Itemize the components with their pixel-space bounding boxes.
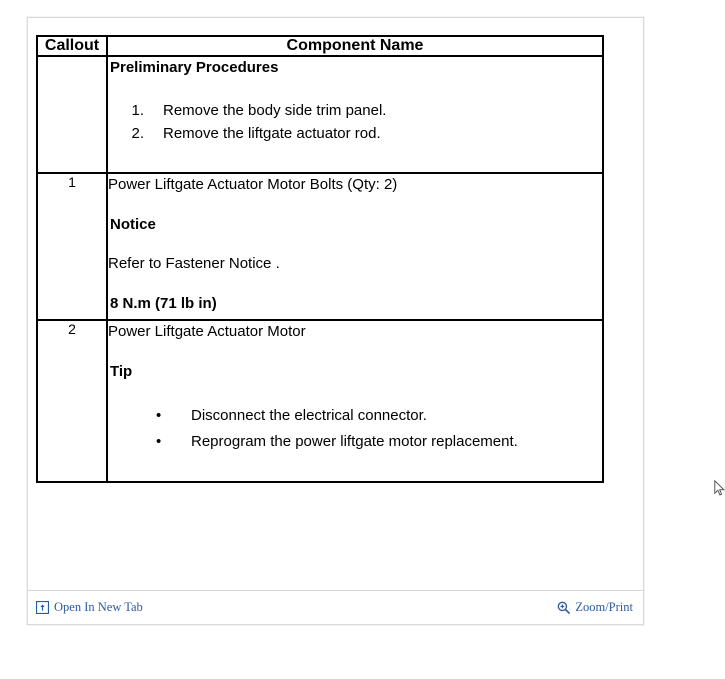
- tip-text: Reprogram the power liftgate motor repla…: [191, 432, 518, 450]
- open-in-new-tab-label: Open In New Tab: [54, 600, 143, 615]
- preliminary-procedures-cell: Preliminary Procedures 1. Remove the bod…: [106, 54, 604, 174]
- tip-bullet-list: • Disconnect the electrical connector. •…: [108, 404, 602, 453]
- notice-text: Refer to Fastener Notice .: [108, 255, 280, 273]
- table-header-row: Callout Component Name: [36, 35, 604, 57]
- tip-text: Disconnect the electrical connector.: [191, 407, 427, 425]
- callout-number-cell: [36, 54, 108, 174]
- preliminary-steps-list: 1. Remove the body side trim panel. 2. R…: [108, 100, 602, 145]
- table-row: 1 Power Liftgate Actuator Motor Bolts (Q…: [36, 171, 604, 321]
- document-viewer-panel: Callout Component Name Preliminary Proce…: [27, 17, 644, 625]
- step-marker: 2.: [131, 125, 144, 143]
- service-procedure-table: Callout Component Name Preliminary Proce…: [36, 35, 604, 483]
- zoom-print-label: Zoom/Print: [575, 600, 633, 615]
- preliminary-procedures-title: Preliminary Procedures: [110, 58, 279, 76]
- mouse-cursor-pointer: [714, 479, 725, 498]
- spacer: [108, 239, 602, 253]
- step-marker: 1.: [131, 102, 144, 120]
- list-item: • Reprogram the power liftgate motor rep…: [108, 430, 602, 453]
- component-1-cell: Power Liftgate Actuator Motor Bolts (Qty…: [106, 171, 604, 321]
- document-image-area: Callout Component Name Preliminary Proce…: [28, 18, 643, 590]
- callout-number-cell: 2: [36, 318, 108, 483]
- torque-spec-text: 8 N.m (71 lb in): [110, 295, 217, 313]
- magnifier-plus-icon: [557, 601, 571, 614]
- spacer: [108, 275, 602, 293]
- bullet-icon: •: [156, 432, 162, 450]
- list-item: 1. Remove the body side trim panel.: [108, 100, 602, 122]
- spacer: [108, 343, 602, 361]
- tip-heading: Tip: [110, 362, 133, 380]
- step-text: Remove the body side trim panel.: [163, 102, 387, 120]
- external-window-icon: [36, 601, 49, 614]
- zoom-print-button[interactable]: Zoom/Print: [557, 601, 633, 614]
- spacer: [108, 82, 602, 100]
- viewer-footer-toolbar: Open In New Tab Zoom/Print: [28, 590, 643, 624]
- component-2-cell: Power Liftgate Actuator Motor Tip • Disc…: [106, 318, 604, 483]
- spacer: [108, 146, 602, 172]
- spacer: [108, 196, 602, 214]
- column-header-callout: Callout: [36, 35, 108, 57]
- table-row: 2 Power Liftgate Actuator Motor Tip • Di…: [36, 318, 604, 483]
- spacer: [108, 455, 602, 481]
- bullet-icon: •: [156, 407, 162, 425]
- step-text: Remove the liftgate actuator rod.: [163, 125, 381, 143]
- callout-number-cell: 1: [36, 171, 108, 321]
- column-header-component-name: Component Name: [106, 35, 604, 57]
- component-name-text: Power Liftgate Actuator Motor: [108, 322, 306, 340]
- list-item: • Disconnect the electrical connector.: [108, 404, 602, 427]
- spacer: [108, 386, 602, 404]
- notice-heading: Notice: [110, 215, 156, 233]
- table-row: Preliminary Procedures 1. Remove the bod…: [36, 54, 604, 174]
- open-in-new-tab-button[interactable]: Open In New Tab: [36, 601, 143, 614]
- component-name-text: Power Liftgate Actuator Motor Bolts (Qty…: [108, 175, 398, 193]
- list-item: 2. Remove the liftgate actuator rod.: [108, 123, 602, 145]
